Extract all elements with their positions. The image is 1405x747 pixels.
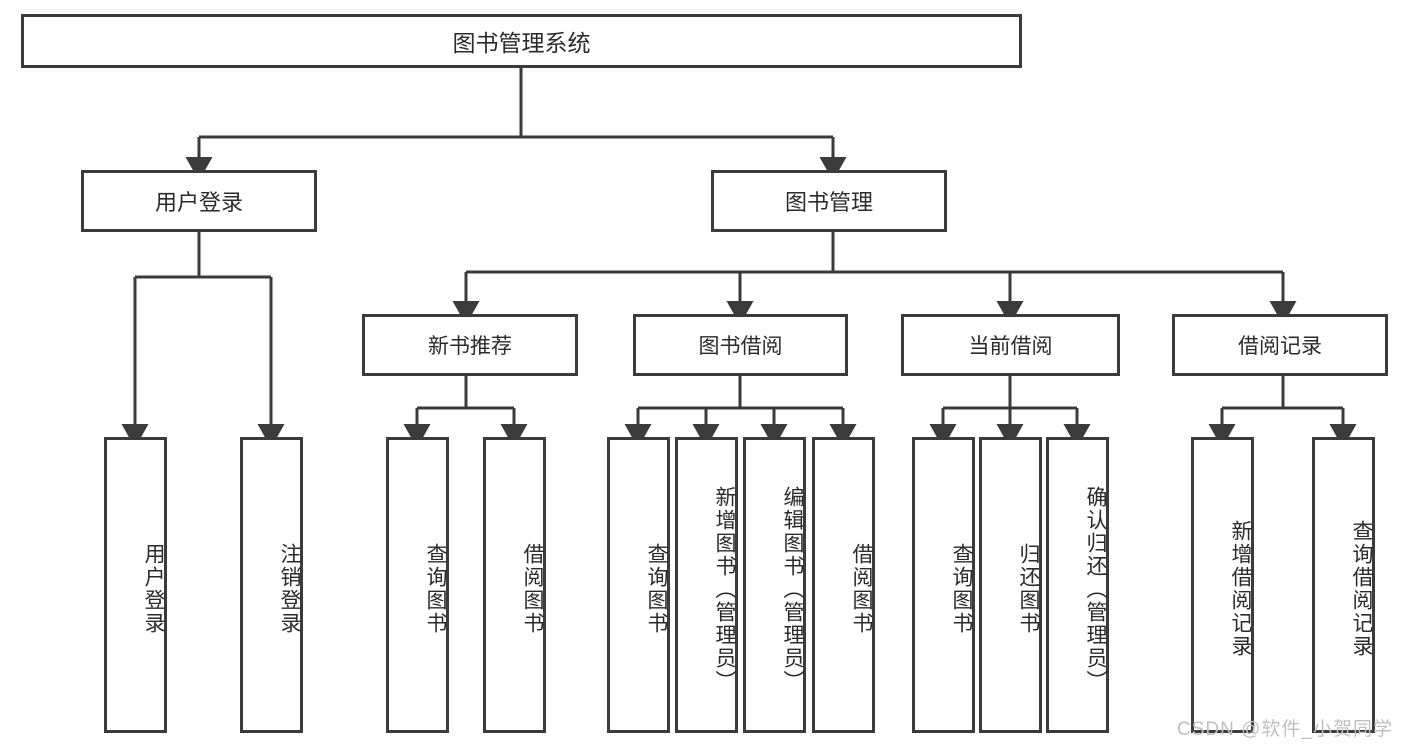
leaf-borrow-query-book[interactable]: 查询图书 xyxy=(607,437,670,733)
leaf-label: 新增借阅记录 xyxy=(1229,520,1252,658)
node-root[interactable]: 图书管理系统 xyxy=(21,14,1022,68)
node-book-borrow-label: 图书借阅 xyxy=(698,335,783,358)
node-borrow-record[interactable]: 借阅记录 xyxy=(1172,314,1388,376)
node-user-login[interactable]: 用户登录 xyxy=(81,170,317,232)
node-new-book-recommend[interactable]: 新书推荐 xyxy=(362,314,578,376)
leaf-label: 查询借阅记录 xyxy=(1350,520,1373,658)
leaf-user-login-logout[interactable]: 注销登录 xyxy=(240,437,303,733)
leaf-label: 归还图书 xyxy=(1017,543,1040,635)
leaf-current-query-book[interactable]: 查询图书 xyxy=(912,437,975,733)
node-book-manage[interactable]: 图书管理 xyxy=(711,170,947,232)
leaf-new-book-borrow[interactable]: 借阅图书 xyxy=(483,437,546,733)
leaf-label: 用户登录 xyxy=(142,543,165,635)
watermark-text: CSDN @软件_小贺同学 xyxy=(1177,719,1393,740)
node-book-manage-label: 图书管理 xyxy=(784,190,873,215)
leaf-borrow-add-book-admin[interactable]: 新增图书（管理员） xyxy=(675,437,738,733)
leaf-label: 确认归还（管理员） xyxy=(1084,485,1107,693)
node-current-borrow[interactable]: 当前借阅 xyxy=(901,314,1120,376)
leaf-user-login-login[interactable]: 用户登录 xyxy=(104,437,167,733)
leaf-label: 借阅图书 xyxy=(850,543,873,635)
node-new-book-recommend-label: 新书推荐 xyxy=(428,335,512,358)
leaf-label: 编辑图书（管理员） xyxy=(781,485,804,693)
leaf-borrow-edit-book-admin[interactable]: 编辑图书（管理员） xyxy=(743,437,806,733)
node-book-borrow[interactable]: 图书借阅 xyxy=(633,314,848,376)
leaf-label: 注销登录 xyxy=(278,543,301,635)
leaf-label: 查询图书 xyxy=(645,543,668,635)
leaf-borrow-borrow-book[interactable]: 借阅图书 xyxy=(812,437,875,733)
leaf-current-return-book[interactable]: 归还图书 xyxy=(979,437,1042,733)
node-user-login-label: 用户登录 xyxy=(154,190,243,215)
leaf-label: 借阅图书 xyxy=(521,543,544,635)
leaf-label: 新增图书（管理员） xyxy=(713,485,736,693)
leaf-record-query-record[interactable]: 查询借阅记录 xyxy=(1312,437,1375,733)
leaf-label: 查询图书 xyxy=(950,543,973,635)
node-root-label: 图书管理系统 xyxy=(452,30,591,56)
node-current-borrow-label: 当前借阅 xyxy=(968,335,1053,358)
leaf-label: 查询图书 xyxy=(424,543,447,635)
leaf-current-confirm-return-admin[interactable]: 确认归还（管理员） xyxy=(1046,437,1109,733)
leaf-new-book-query[interactable]: 查询图书 xyxy=(386,437,449,733)
leaf-record-add-record[interactable]: 新增借阅记录 xyxy=(1191,437,1254,733)
node-borrow-record-label: 借阅记录 xyxy=(1238,335,1322,358)
